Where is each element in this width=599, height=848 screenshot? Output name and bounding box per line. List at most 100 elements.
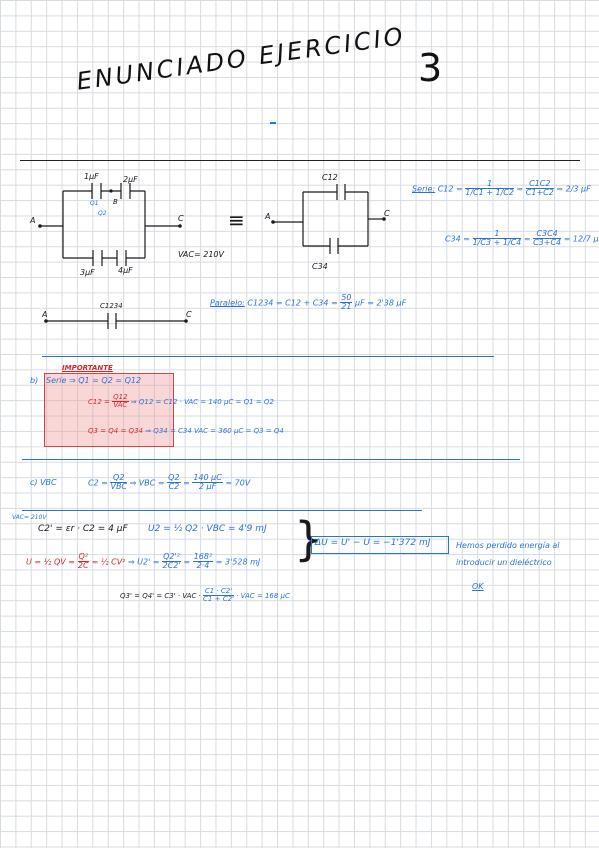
cap-c2-plates — [120, 183, 131, 199]
line1-num: Q12 — [112, 393, 129, 403]
series-c34-den: 1/C3 + 1/C4 — [472, 238, 522, 248]
d-frac-result: = 3'528 mJ — [215, 557, 261, 567]
c-eq1-den3: 2 μF — [198, 482, 217, 492]
important-label: IMPORTANTE — [62, 364, 113, 372]
parallel-num: 50 — [340, 293, 353, 304]
series-c34-result: = 12/7 μF — [563, 234, 599, 244]
parallel-label: Paralelo: — [210, 298, 245, 308]
series-c12-mid-num: C1C2 — [525, 179, 554, 190]
part-c-label: c) VBC — [30, 478, 57, 487]
exercise-number: 3 — [418, 46, 443, 90]
d-q-frac-den: C1 + C2' — [203, 595, 234, 604]
d-u2: U2 = ½ Q2 · VBC = 4'9 mJ — [148, 524, 267, 534]
d-arrow: ⇒ U2' = — [127, 557, 160, 567]
d-vac-note: VAC= 210V — [12, 514, 47, 521]
eq-cap-c12 — [336, 184, 346, 200]
series-c34-one: 1 — [472, 229, 522, 240]
parallel-den: 21 — [341, 302, 352, 312]
d-red-half: = ½ CV² — [91, 557, 126, 567]
c-eq1-num: Q2 — [110, 473, 128, 484]
node-c-label: C — [178, 214, 184, 223]
d-frac-num2: 168² — [192, 552, 214, 563]
d-frac-den: 2C2' — [162, 561, 181, 571]
series-c12-den: 1/C1 + 1/C2 — [465, 188, 514, 198]
part-b-series-line: Serie ⇒ Q1 = Q2 = Q12 — [46, 376, 142, 385]
c1234-label: C1234 — [100, 302, 123, 310]
important-highlight-box — [44, 373, 174, 447]
c1-label: 1μF — [84, 172, 99, 181]
delta-u-box — [311, 536, 449, 554]
section-divider-b — [42, 356, 494, 357]
node-b-label: B — [113, 198, 118, 206]
c-eq1-result: = 70V — [225, 478, 251, 488]
parallel-lhs: C1234 = C12 + C34 = — [247, 298, 338, 308]
parallel-result: μF = 2'38 μF — [355, 298, 407, 308]
total-node-c-label: C — [186, 310, 192, 319]
page-title: ENUNCIADO EJERCICIO — [75, 21, 408, 96]
d-red-q2: Q² — [77, 552, 90, 563]
line1-rest: ⇒ Q12 = C12 · VAC = 140 μC = Q1 = Q2 — [130, 397, 274, 406]
d-red-lhs: U = ½ QV = — [26, 557, 75, 567]
series-c12-result: = 2/3 μF — [556, 184, 591, 194]
cap-c1-plates — [91, 183, 102, 199]
series-c34-lhs: C34 = — [445, 234, 471, 244]
q2-label: Q2 — [98, 210, 107, 217]
c-eq1-den2: C2 — [168, 482, 180, 492]
title-underline-mark — [270, 122, 276, 124]
c-eq1-den: VBC — [110, 482, 128, 492]
c12-label: C12 — [322, 173, 338, 182]
d-brace: } — [294, 512, 324, 566]
d-frac-eq: = — [183, 557, 191, 567]
d-note-1: Hemos perdido energía al — [456, 541, 560, 550]
d-note-2: introducir un dieléctrico — [456, 558, 552, 567]
d-frac-num: Q2'² — [162, 552, 181, 563]
total-cap — [107, 313, 117, 329]
eq-node-c-label: C — [384, 209, 390, 218]
d-red-2c: 2C — [77, 561, 89, 571]
series-c34-mid-num: C3C4 — [533, 229, 562, 240]
c-eq1-eq: = — [183, 478, 190, 488]
series-c12-one: 1 — [465, 179, 514, 190]
eq-cap-c34 — [329, 238, 339, 254]
d-frac-den2: 2·4 — [196, 561, 210, 571]
section-divider-d — [22, 510, 422, 511]
series-label: Serie: — [412, 184, 436, 194]
series-c12-lhs: C12 = — [437, 184, 463, 194]
cap-c3-plates — [92, 250, 103, 266]
c-eq1-num2: Q2 — [167, 473, 181, 484]
q1-label: Q1 — [90, 200, 99, 207]
c3-label: 3μF — [80, 268, 95, 277]
node-a-label: A — [30, 216, 36, 225]
c34-label: C34 — [312, 262, 328, 271]
part-b-label: b) — [30, 376, 39, 385]
c2-label: 2μF — [123, 175, 138, 184]
line1-lhs: C12 = — [88, 397, 110, 406]
d-q-lhs: Q3' = Q4' = C3' · VAC · — [120, 591, 201, 600]
c-eq1-lhs: C2 = — [88, 478, 108, 488]
series-c12-mid-den: C1+C2 — [525, 188, 554, 198]
line2-rest: ⇒ Q34 = C34 VAC = 360 μC = Q3 = Q4 — [145, 427, 284, 435]
total-node-a-label: A — [42, 310, 48, 319]
d-q-line: Q3' = Q4' = C3' · VAC · C1 · C2'C1 + C2'… — [120, 587, 290, 604]
line2-lhs: Q3 = Q4 = Q34 — [88, 427, 143, 435]
d-ok: OK — [472, 582, 484, 591]
d-q-rest: · VAC = 168 μC — [236, 591, 290, 600]
equivalence-sign: ≡ — [228, 208, 245, 232]
series-c34-mid-den: C3+C4 — [533, 238, 562, 248]
